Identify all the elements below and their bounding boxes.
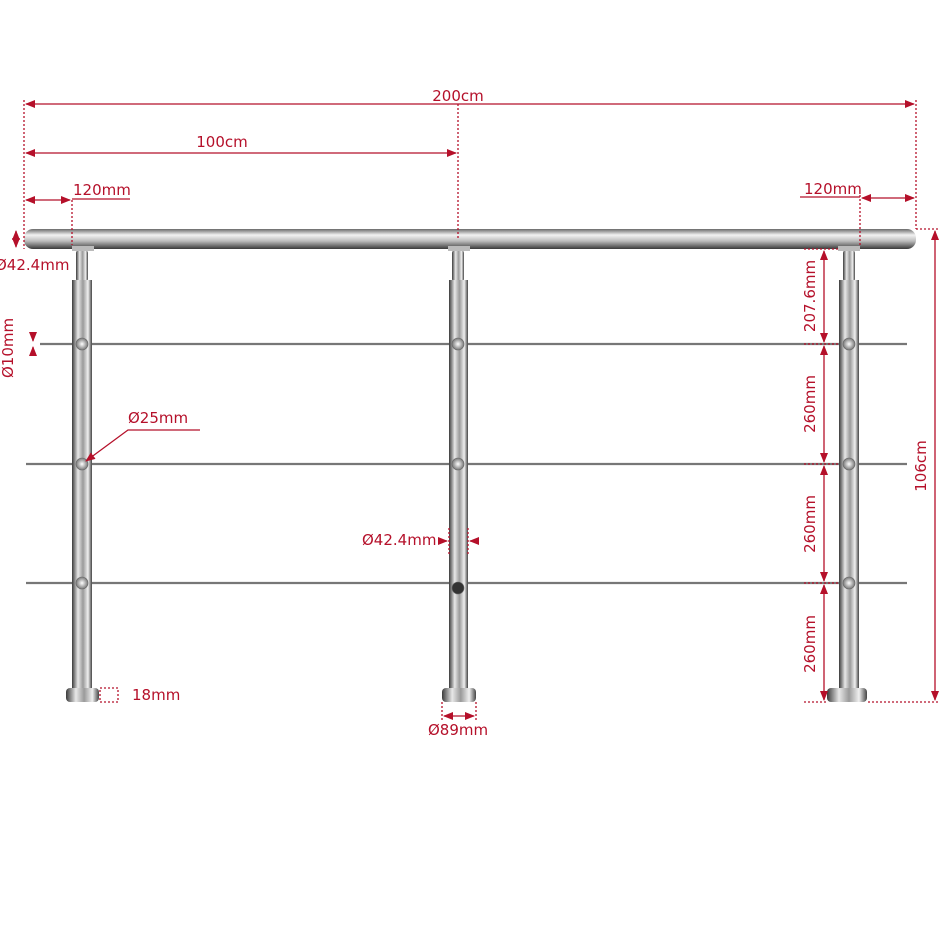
dimension-labels: 200cm 100cm 120mm 120mm Ø42.4mm Ø10mm Ø2… <box>0 87 930 739</box>
dimension-lines <box>12 100 939 720</box>
posts <box>66 250 867 702</box>
label-rod-holder-diameter: Ø25mm <box>128 409 188 427</box>
label-bottom-gap: 260mm <box>801 615 819 673</box>
label-handrail-diameter: Ø42.4mm <box>0 256 69 274</box>
extension-lines <box>23 100 940 703</box>
label-total-length: 200cm <box>432 87 484 105</box>
label-left-overhang: 120mm <box>73 181 131 199</box>
post-left <box>66 250 99 702</box>
label-base-diameter: Ø89mm <box>428 721 488 739</box>
label-total-height: 106cm <box>912 440 930 492</box>
label-rod-spacing-2: 260mm <box>801 495 819 553</box>
rod-holders <box>75 337 856 595</box>
label-half-length: 100cm <box>196 133 248 151</box>
label-rod-spacing-1: 260mm <box>801 375 819 433</box>
label-rod-diameter: Ø10mm <box>0 318 17 378</box>
label-right-overhang: 120mm <box>804 180 862 198</box>
post-right <box>827 250 867 702</box>
label-top-gap: 207.6mm <box>801 260 819 332</box>
label-base-height: 18mm <box>132 686 180 704</box>
handrail <box>24 229 916 249</box>
label-post-diameter: Ø42.4mm <box>362 531 436 549</box>
post-center <box>442 250 476 702</box>
